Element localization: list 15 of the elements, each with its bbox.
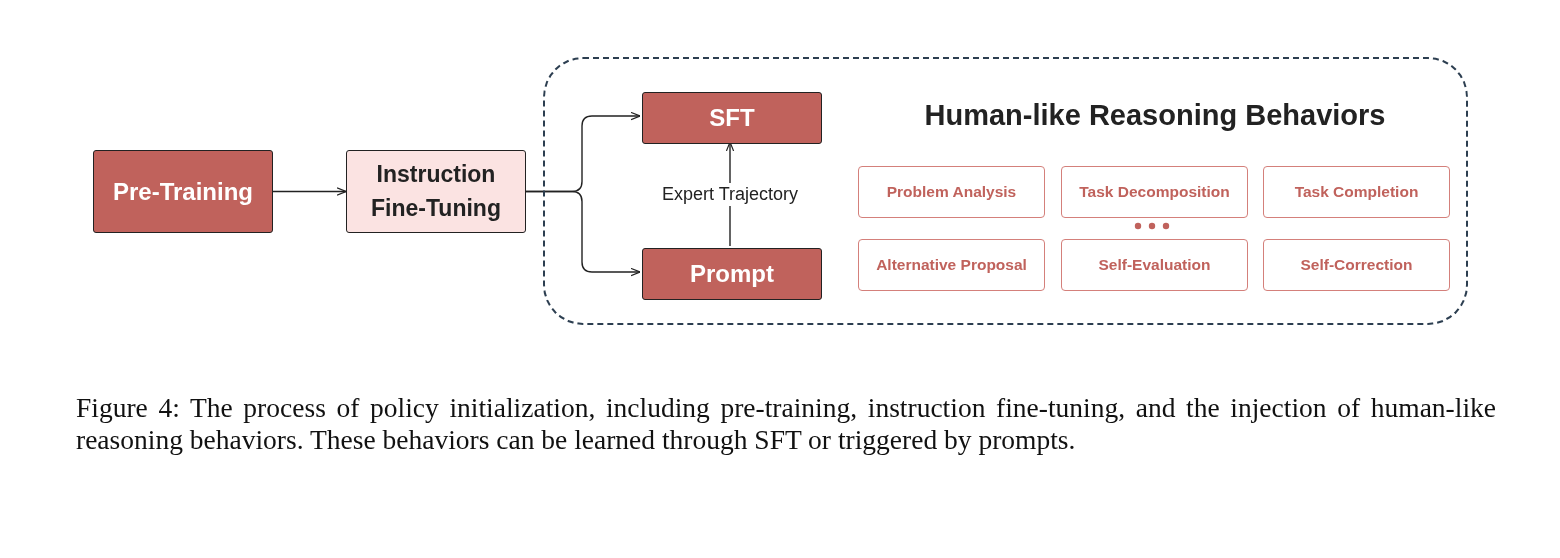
behavior-box: Task Completion [1263, 166, 1450, 218]
arrow [272, 187, 347, 196]
process-box: SFT [642, 92, 822, 144]
behavior-box: Task Decomposition [1061, 166, 1248, 218]
process-box: Instruction Fine-Tuning [346, 150, 526, 233]
figure-caption: Figure 4: The process of policy initialization, including pre-training, instruction fine-tuning, and the injection of human-like reasoning behaviors. These behaviors can be learned through SFT or triggered by prompts. [76, 392, 1496, 456]
behavior-box: Alternative Proposal [858, 239, 1045, 291]
group-container [543, 57, 1468, 325]
arrow [525, 190, 641, 277]
behavior-box: Self-Correction [1263, 239, 1450, 291]
behavior-box: Self-Evaluation [1061, 239, 1248, 291]
process-box: Pre-Training [93, 150, 273, 233]
section-heading: Human-like Reasoning Behaviors [923, 99, 1387, 132]
behavior-box: Problem Analysis [858, 166, 1045, 218]
process-box: Prompt [642, 248, 822, 300]
